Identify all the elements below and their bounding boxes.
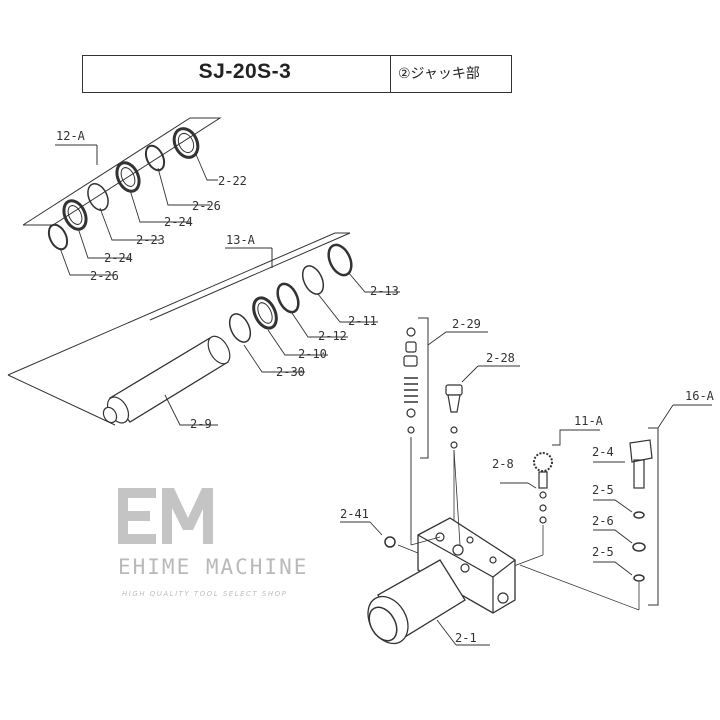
kit-13a-group <box>7 232 400 426</box>
label-2-4: 2-4 <box>592 445 614 459</box>
label-2-8: 2-8 <box>492 457 514 471</box>
valve-2-28 <box>445 365 520 540</box>
label-2-11: 2-11 <box>348 314 377 328</box>
pump-plunger-16a <box>519 404 712 611</box>
label-kit-13a: 13-A <box>226 233 256 247</box>
label-2-13: 2-13 <box>370 284 399 298</box>
label-kit-16a: 16-A <box>685 389 715 403</box>
backup-ring <box>228 313 252 343</box>
part-labels: 12-A 2-22 2-26 2-24 2-23 2-24 2-26 13-A … <box>56 129 715 645</box>
header-frame <box>82 55 512 93</box>
seal-ring <box>62 199 88 231</box>
header-divider <box>390 55 391 93</box>
em-logo <box>118 488 213 544</box>
o-ring <box>327 243 353 277</box>
watermark-tagline: HIGH QUALITY TOOL SELECT SHOP <box>122 590 288 598</box>
backup-ring <box>301 265 325 295</box>
label-2-1: 2-1 <box>455 631 477 645</box>
label-2-5-a: 2-5 <box>592 483 614 497</box>
ram-piston <box>102 335 231 424</box>
label-kit-11a: 11-A <box>574 414 604 428</box>
label-2-9: 2-9 <box>190 417 212 431</box>
seal-ring <box>252 296 278 330</box>
label-2-28: 2-28 <box>486 351 515 365</box>
section-title: ②ジャッキ部 <box>398 66 480 82</box>
label-2-10: 2-10 <box>298 347 327 361</box>
watermark-company: EHIME MACHINE <box>118 555 309 579</box>
label-2-26-bottom: 2-26 <box>90 269 119 283</box>
wiper-ring <box>172 127 200 159</box>
label-2-24-b: 2-24 <box>104 251 133 265</box>
label-2-22: 2-22 <box>218 174 247 188</box>
label-2-41: 2-41 <box>340 507 369 521</box>
label-2-24-a: 2-24 <box>164 215 193 229</box>
snap-ring <box>47 223 69 251</box>
snap-ring <box>144 144 166 172</box>
seal-ring <box>115 161 141 193</box>
jack-body-2-1 <box>367 437 516 646</box>
plug-2-41 <box>340 521 419 554</box>
valve-stack-2-29 <box>403 317 488 540</box>
label-2-23: 2-23 <box>136 233 165 247</box>
label-2-12: 2-12 <box>318 329 347 343</box>
kit-12a-group <box>22 117 222 276</box>
label-kit-12a: 12-A <box>56 129 86 143</box>
release-valve-11a <box>489 429 600 576</box>
label-2-6: 2-6 <box>592 514 614 528</box>
backup-ring <box>87 183 109 211</box>
label-2-29: 2-29 <box>452 317 481 331</box>
model-number: SJ-20S-3 <box>198 60 292 83</box>
label-2-30: 2-30 <box>276 365 305 379</box>
kit-12a-bracket <box>22 117 222 226</box>
label-2-5-b: 2-5 <box>592 545 614 559</box>
o-ring <box>276 282 300 314</box>
label-2-26-top: 2-26 <box>192 199 221 213</box>
ram-group-bracket <box>7 232 351 376</box>
